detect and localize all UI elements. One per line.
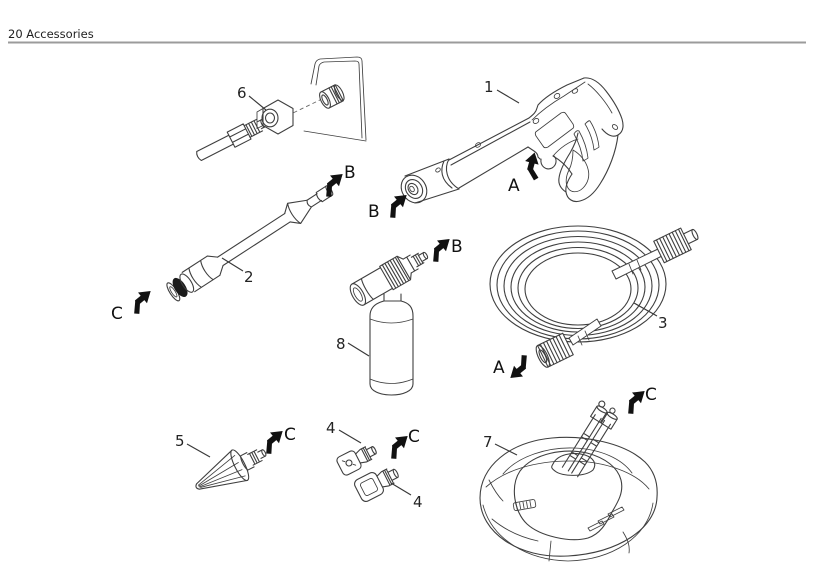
part-surface-cleaner — [479, 400, 658, 562]
part-label-2: 2 — [244, 268, 254, 286]
part-label-4-top: 4 — [326, 419, 336, 437]
part-label-3: 3 — [658, 314, 668, 332]
part-label-7: 7 — [483, 433, 493, 451]
connection-label-hose-end: A — [493, 358, 505, 378]
connection-label-lance-end: C — [111, 304, 123, 324]
connection-arrows: A B B B C A C C C — [111, 150, 657, 462]
connection-label-lance-tip: B — [344, 163, 356, 183]
leader-1 — [496, 89, 520, 104]
leader-4-bottom — [390, 482, 412, 496]
connection-label-foam-tip: B — [451, 237, 463, 257]
cleaner-badge — [512, 499, 537, 511]
leader-3 — [633, 302, 658, 317]
part-foam-nozzle — [349, 251, 429, 396]
bent-arrow-icon — [503, 352, 536, 384]
leader-lines — [186, 89, 658, 496]
bent-arrow-icon — [125, 285, 158, 317]
part-spray-nozzles — [336, 446, 399, 502]
leader-7 — [494, 443, 518, 456]
part-spray-lance — [166, 185, 334, 302]
bent-arrow-icon — [520, 150, 545, 182]
part-label-4-bottom: 4 — [413, 493, 423, 511]
part-label-8: 8 — [336, 335, 346, 353]
part-label-5: 5 — [175, 432, 185, 450]
wire-bracket — [303, 56, 367, 142]
leader-8 — [347, 342, 370, 357]
connection-label-blaster-end: C — [284, 425, 296, 445]
part-label-6: 6 — [237, 84, 247, 102]
cap-nut — [319, 84, 345, 109]
connection-label-gun-inlet: B — [368, 202, 380, 222]
part-hose-adapter — [196, 56, 367, 162]
connection-label-nozzle-end: C — [408, 427, 420, 447]
connection-label-gun-lock: A — [508, 176, 520, 196]
hose-stub — [196, 118, 267, 162]
assembly-axis — [261, 97, 325, 129]
part-label-1: 1 — [484, 78, 494, 96]
leader-5 — [186, 443, 211, 458]
leader-2 — [221, 257, 244, 272]
connection-label-cleaner-end: C — [645, 385, 657, 405]
part-high-pressure-hose — [489, 225, 699, 368]
part-dirt-blaster — [195, 449, 267, 490]
hex-nut — [256, 99, 294, 135]
page-header: 20 Accessories — [8, 27, 94, 41]
leader-4-top — [338, 429, 362, 444]
leader-6 — [248, 95, 267, 111]
